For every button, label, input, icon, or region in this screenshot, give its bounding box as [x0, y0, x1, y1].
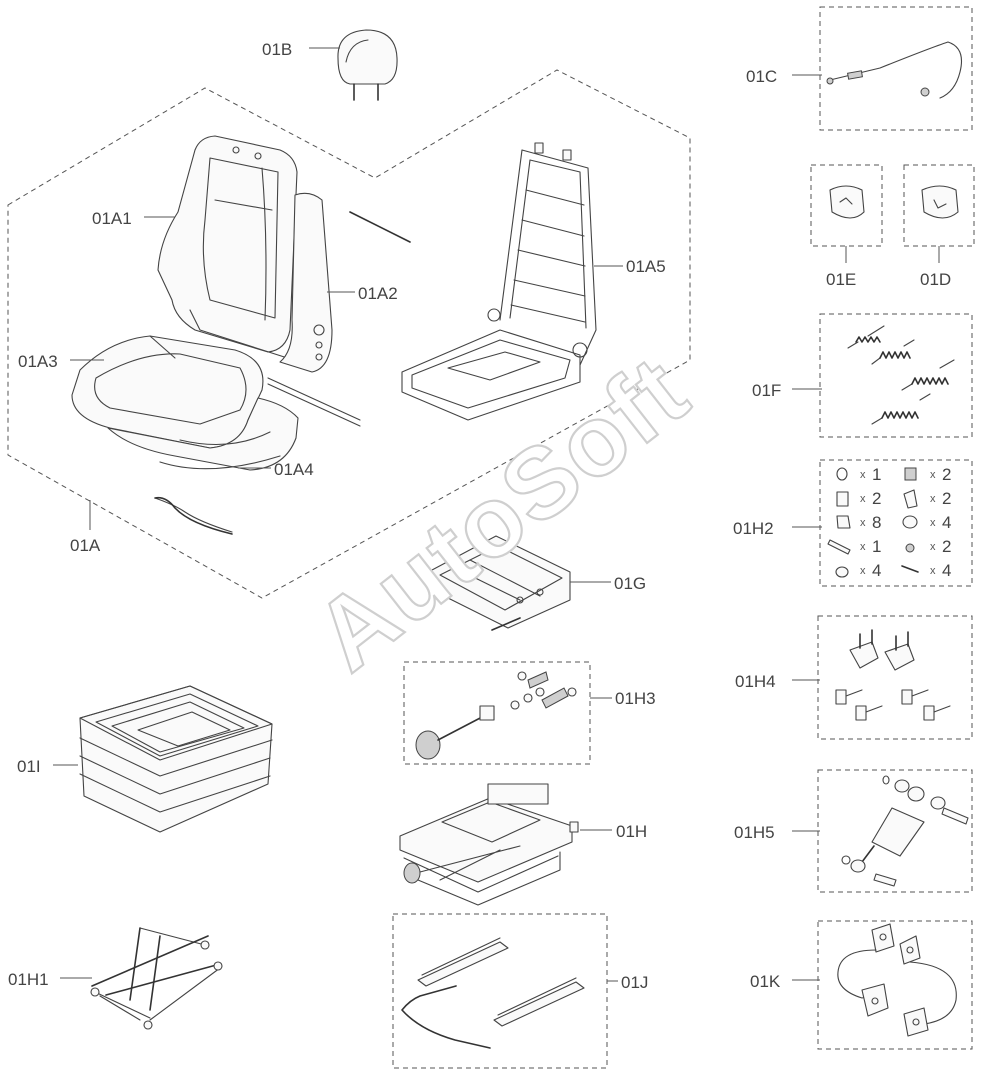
- label-01A4: 01A4: [274, 460, 314, 479]
- spring-small-icon: [904, 467, 917, 481]
- leader-lines: [53, 47, 940, 982]
- adjuster-kit-01H3-icon: [415, 671, 577, 760]
- callout-labels: 01B 01A1 01A2 01A3 01A4 01A 01A5 01C 01E…: [8, 40, 951, 992]
- mounts-01H4-icon: [835, 629, 951, 721]
- bushing-icon: [836, 491, 849, 507]
- watermark: AutoSoft: [295, 334, 709, 692]
- kit-01K-box: [817, 920, 973, 1050]
- nut-icon: [905, 543, 915, 553]
- clamps-01K-icon: [837, 923, 957, 1037]
- qty-value: 2: [942, 465, 951, 484]
- kit-01F-box: [819, 313, 973, 438]
- qty-x: x: [860, 517, 866, 529]
- qty-x: x: [860, 565, 866, 577]
- seat-cushion-01A3-icon: [71, 335, 264, 449]
- headrest-01B-icon: [337, 29, 398, 101]
- backrest-side-01A2-icon: [267, 192, 411, 427]
- qty-x: x: [930, 517, 936, 529]
- label-01A2: 01A2: [358, 284, 398, 303]
- qty-value: 4: [942, 513, 951, 532]
- button-01E-icon: [829, 185, 865, 219]
- qty-x: x: [860, 541, 866, 553]
- label-01H4: 01H4: [735, 672, 776, 691]
- qty-x: x: [860, 493, 866, 505]
- label-01H5: 01H5: [734, 823, 775, 842]
- label-01H1: 01H1: [8, 970, 49, 989]
- bolt-icon: [903, 489, 918, 509]
- kit-01E-box: [810, 164, 883, 247]
- kit-01D-box: [903, 164, 975, 247]
- label-01E: 01E: [826, 270, 856, 289]
- qty-x: x: [930, 469, 936, 481]
- qty-value: 1: [872, 537, 881, 556]
- qty-value: 2: [872, 489, 881, 508]
- label-01B: 01B: [262, 40, 292, 59]
- label-01A: 01A: [70, 536, 101, 555]
- cable-01A-icon: [154, 496, 233, 535]
- suspension-01H-icon: [399, 783, 579, 906]
- label-01K: 01K: [750, 972, 781, 991]
- label-01F: 01F: [752, 381, 781, 400]
- qty-value: 2: [942, 489, 951, 508]
- assembly-01A-boundary: [7, 69, 691, 599]
- kit-01H2-box: [819, 459, 973, 587]
- qty-value: 2: [942, 537, 951, 556]
- pin-icon: [827, 539, 851, 555]
- cap-icon: [835, 566, 849, 578]
- label-01A1: 01A1: [92, 209, 132, 228]
- label-01H3: 01H3: [615, 689, 656, 708]
- kit-01J-box: [392, 913, 608, 1069]
- hardware-kit-01H2: x 1 x 2 x 2 x 2 x 8 x 4 x 1 x 2 x 4 x 4: [827, 465, 951, 580]
- label-01A3: 01A3: [18, 352, 58, 371]
- scissor-linkage-01H1-icon: [90, 927, 223, 1030]
- qty-value: 4: [872, 561, 881, 580]
- label-01A5: 01A5: [626, 257, 666, 276]
- kit-01H4-box: [817, 615, 973, 740]
- label-01D: 01D: [920, 270, 951, 289]
- qty-value: 1: [872, 465, 881, 484]
- rod-icon: [901, 565, 919, 573]
- label-01J: 01J: [621, 973, 648, 992]
- backrest-frame-01A5-icon: [401, 142, 597, 421]
- qty-value: 4: [942, 561, 951, 580]
- label-01H: 01H: [616, 822, 647, 841]
- lower-cushion-01A4-icon: [107, 397, 299, 533]
- qty-x: x: [930, 541, 936, 553]
- clip-icon: [836, 515, 851, 529]
- grommet-icon: [902, 515, 918, 529]
- qty-value: 8: [872, 513, 881, 532]
- backrest-01A1-icon: [157, 135, 301, 363]
- qty-x: x: [860, 469, 866, 481]
- label-01C: 01C: [746, 67, 777, 86]
- o-ring-icon: [836, 467, 848, 481]
- label-01I: 01I: [17, 757, 41, 776]
- bellows-01I-icon: [79, 685, 273, 833]
- shock-absorber-01H5-icon: [841, 775, 969, 887]
- cable-01C-icon: [826, 41, 963, 99]
- kit-01H3-box: [403, 661, 591, 765]
- springs-01F-icon: [847, 325, 955, 425]
- qty-x: x: [930, 565, 936, 577]
- button-01D-icon: [921, 185, 959, 219]
- slide-mechanism-01G-icon: [431, 535, 571, 631]
- kit-01C-box: [819, 6, 973, 131]
- label-01H2: 01H2: [733, 519, 774, 538]
- qty-x: x: [930, 493, 936, 505]
- label-01G: 01G: [614, 574, 646, 593]
- slide-rails-01J-icon: [401, 937, 585, 1049]
